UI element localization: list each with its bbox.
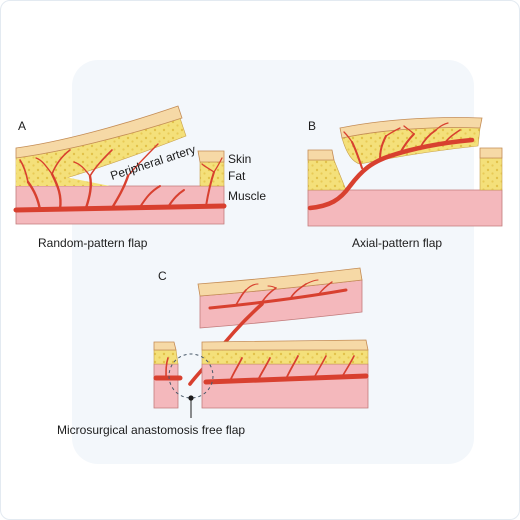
panel-c-free-flap-artery [208, 288, 348, 310]
panel-b-letter: B [308, 119, 316, 133]
panel-b-right-skin [479, 147, 503, 159]
panel-b-left-skin [307, 149, 335, 161]
fat-label: Fat [228, 169, 246, 183]
panel-c-left-skin [153, 341, 177, 351]
panel-a-skin-stump [197, 150, 225, 163]
panel-b-caption: Axial-pattern flap [352, 236, 442, 250]
panel-c-right-fat [201, 349, 369, 365]
panel-c: C Microsurgical anastomosis free flap [57, 267, 369, 437]
panel-b-flap-skin [339, 117, 483, 139]
muscle-label: Muscle [228, 189, 266, 203]
panel-c-free-flap-branches [235, 279, 333, 306]
panel-c-right-skin [201, 339, 369, 351]
skin-label: Skin [228, 152, 251, 166]
panel-b-branches [343, 122, 461, 169]
panel-c-right-muscle [201, 363, 369, 409]
panel-b-artery [307, 137, 475, 211]
panel-b-muscle [307, 189, 503, 227]
panel-c-recipient-branches [165, 355, 355, 382]
panel-a-flap-skin [15, 105, 183, 159]
panel-a-caption: Random-pattern flap [38, 236, 148, 250]
panel-b-left-fat [307, 159, 347, 191]
panel-b-right-fat [479, 157, 503, 191]
panel-a-branches [19, 143, 223, 212]
anastomosis-marker [168, 353, 214, 399]
panel-c-free-flap-skin [197, 267, 363, 297]
panel-b: B Axial-pattern flap [307, 117, 503, 250]
panel-a-artery [13, 203, 227, 213]
panel-a-letter: A [18, 119, 26, 133]
panel-a: A Peripheral artery Random-pattern flap [13, 105, 227, 250]
panel-a-base-fat [16, 160, 110, 186]
panel-c-caption: Microsurgical anastomosis free flap [57, 423, 245, 437]
panel-c-letter: C [158, 269, 167, 283]
